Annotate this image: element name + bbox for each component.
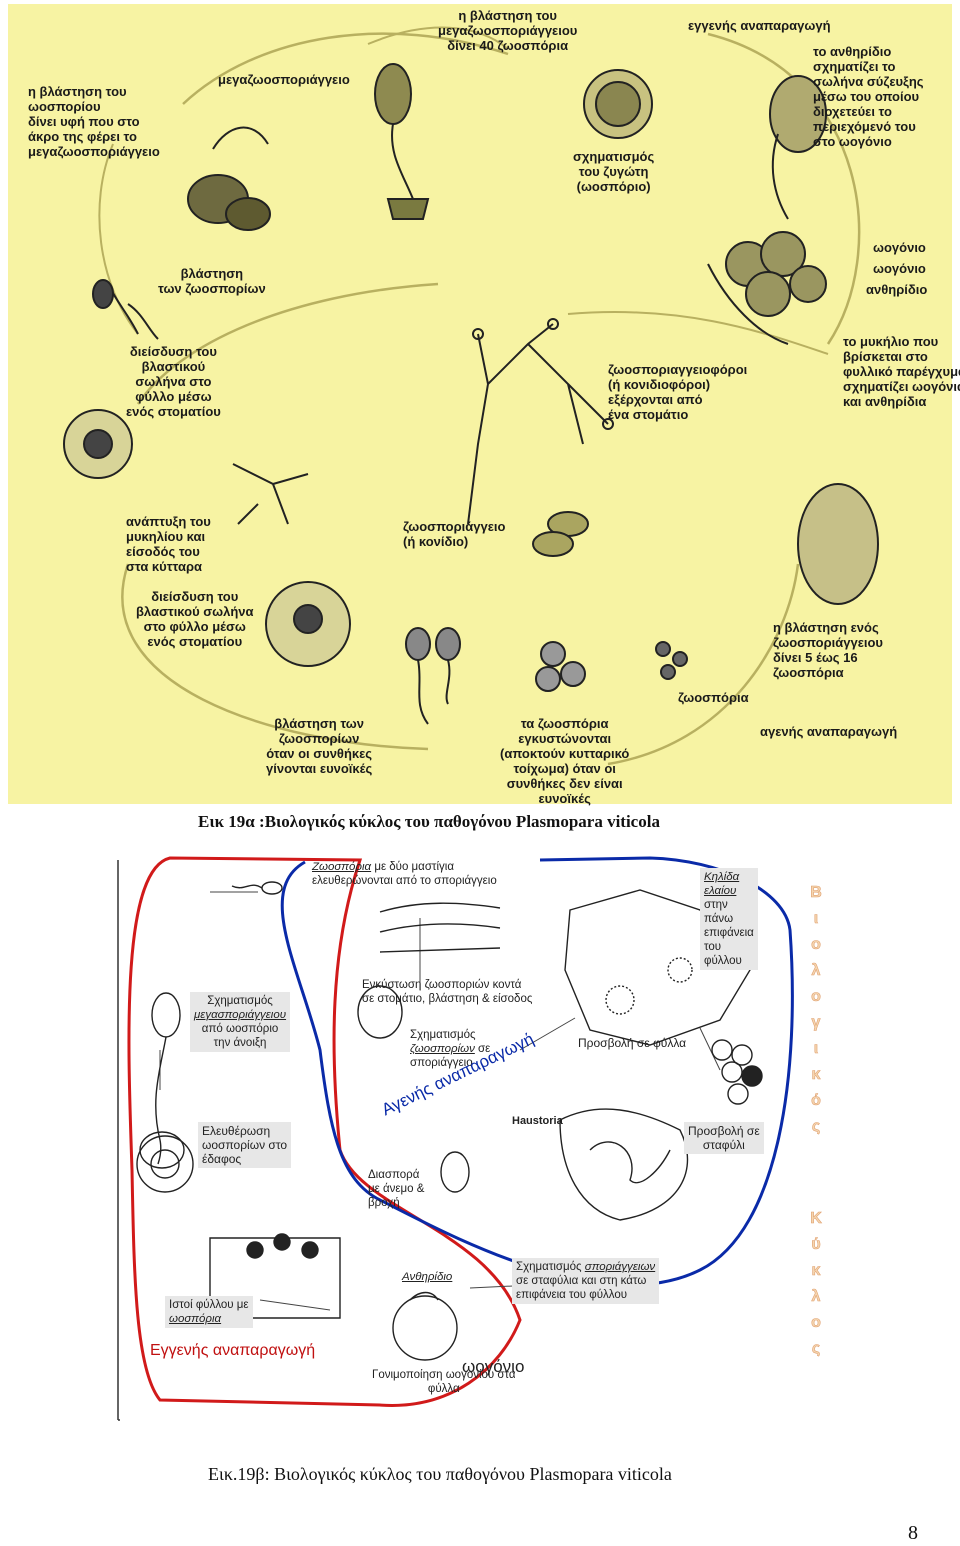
label-zoospore-formation: Σχηματισμός ζωοσπορίων σε σποριάγγειο	[410, 1029, 491, 1069]
vletter: γ	[811, 1014, 821, 1032]
label-asexual-top: αγενής αναπαραγωγή	[760, 724, 898, 739]
vletter: ι	[813, 910, 819, 928]
caption-a: Εικ 19α :Βιολογικός κύκλος του παθογόνου…	[198, 812, 660, 831]
vletter: Κ	[810, 1210, 822, 1228]
bottom-diagram-panel: Ζωοσπόρια με δύο μαστίγια ελευθερώνονται…	[0, 850, 960, 1430]
label-sporangia-formation: Σχηματισμός σποριάγγειων σε σταφύλια και…	[512, 1258, 660, 1304]
label-sexual-repro: Εγγενής αναπαραγωγή	[150, 1342, 316, 1359]
label-oogonium-1: ωογόνιο	[873, 240, 926, 255]
page-number: 8	[908, 1522, 918, 1544]
vletter: ο	[811, 988, 821, 1006]
vletter: ό	[811, 1092, 821, 1110]
vletter: ο	[811, 936, 821, 954]
vletter: ο	[811, 1314, 821, 1332]
label-oogonium-2: ωογόνιο	[873, 261, 926, 276]
vletter: λ	[811, 962, 821, 980]
label-antheridium-bottom: Ανθηρίδιο	[402, 1271, 453, 1283]
vletter: κ	[811, 1066, 821, 1084]
vletter: ι	[813, 1040, 819, 1058]
label-fertilization: Γονιμοποίηση ωογονίου στα φύλλα	[372, 1369, 516, 1395]
vletter: κ	[811, 1262, 821, 1280]
label-antheridium: ανθηρίδιο	[866, 282, 928, 297]
caption-b: Εικ.19β: Βιολογικός κύκλος του παθογόνου…	[208, 1464, 672, 1484]
label-zoospores-released: Ζωοσπόρια με δύο μαστίγια ελευθερώνονται…	[312, 861, 497, 887]
label-zoospores: ζωοσπόρια	[678, 690, 749, 705]
label-haustoria: Haustoria	[512, 1115, 563, 1127]
vletter: λ	[811, 1288, 821, 1306]
label-sexual-top: εγγενής αναπαραγωγή	[688, 18, 831, 33]
label-oogonium-overlap: ωογόνιο	[462, 1357, 525, 1376]
vletter: ς	[811, 1118, 821, 1136]
vletter: ς	[811, 1340, 821, 1358]
top-cycle-drawing	[63, 26, 879, 766]
label-leaf-infection: Προσβολή σε φύλλα	[578, 1036, 687, 1050]
label-leaf-tissue: Ιστοί φύλλου με ωοσπόρια	[165, 1296, 253, 1328]
label-zoosporangium: ζωοσποριάγγειο(ή κονίδιο)	[403, 519, 506, 549]
label-megasporangium: Σχηματισμός μεγασποριάγγειου από ωοσπόρι…	[190, 992, 291, 1052]
vletter: Β	[810, 884, 822, 902]
vletter: ύ	[811, 1236, 821, 1254]
bottom-cycle-drawing	[117, 856, 794, 1421]
label-sporangiophores: ζωοσποριαγγειοφόροι(ή κονιδιοφόροι) εξέρ…	[608, 362, 748, 422]
label-megazoosporangium: μεγαζωοσποριάγγειο	[218, 72, 350, 87]
